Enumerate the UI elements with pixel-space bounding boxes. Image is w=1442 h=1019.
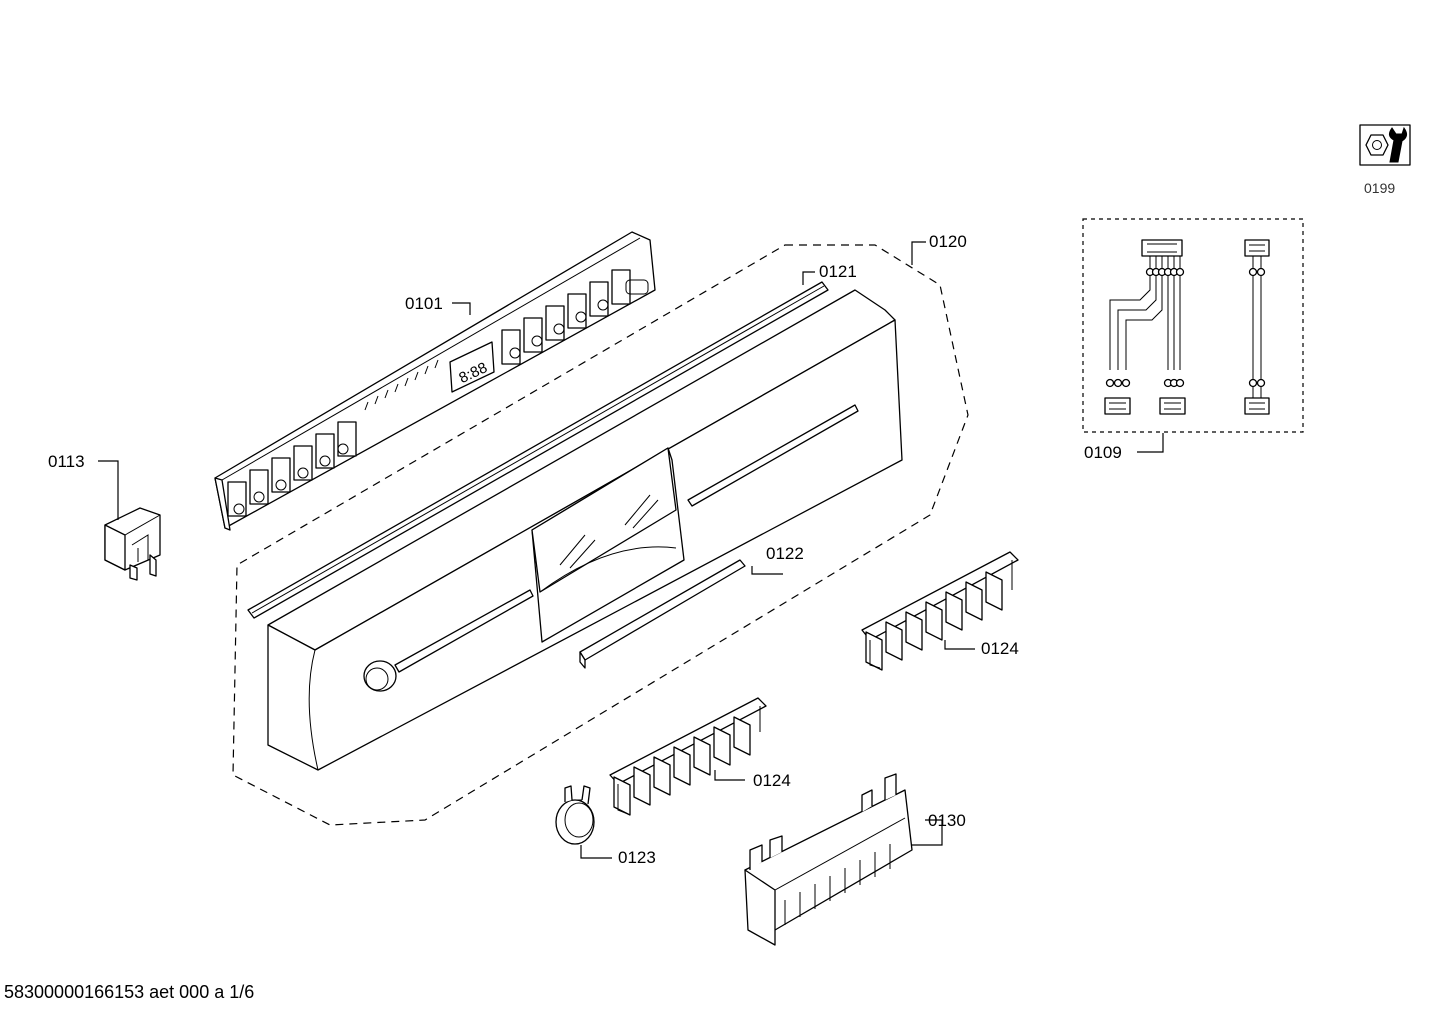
button-set-0124-lower[interactable]	[609, 697, 767, 816]
label-0109: 0109	[1084, 443, 1122, 462]
group-outline-0120	[232, 244, 969, 826]
label-0124-lower: 0124	[753, 771, 791, 790]
label-0123: 0123	[618, 848, 656, 867]
label-0121: 0121	[819, 262, 857, 281]
label-0130: 0130	[928, 811, 966, 830]
label-0124-right: 0124	[981, 639, 1019, 658]
nut-and-wrench-icon	[1359, 124, 1411, 166]
electronic-module-0101[interactable]: 8:88	[214, 231, 656, 531]
wiring-harness-0109[interactable]	[1082, 218, 1304, 433]
label-0113: 0113	[48, 452, 85, 471]
tool-kit-0199[interactable]: 0199	[1359, 124, 1411, 196]
part-labels: 0101 0113 0120 0121 0122 0124 0124 0123 …	[48, 232, 1122, 867]
control-panel-0120[interactable]	[267, 289, 903, 771]
holder-0130[interactable]	[744, 773, 913, 946]
document-footer: 58300000166153 aet 000 a 1/6	[4, 982, 254, 1002]
clip-0113[interactable]	[104, 507, 161, 581]
strip-0121[interactable]	[247, 281, 829, 619]
label-0101: 0101	[405, 294, 443, 313]
label-0199: 0199	[1364, 180, 1395, 196]
light-guide-0122[interactable]	[579, 559, 746, 669]
button-set-0124-right[interactable]	[861, 551, 1019, 671]
knob-0123[interactable]	[555, 785, 595, 845]
label-0122: 0122	[766, 544, 804, 563]
leader-lines	[98, 241, 1164, 859]
label-0120: 0120	[929, 232, 967, 251]
